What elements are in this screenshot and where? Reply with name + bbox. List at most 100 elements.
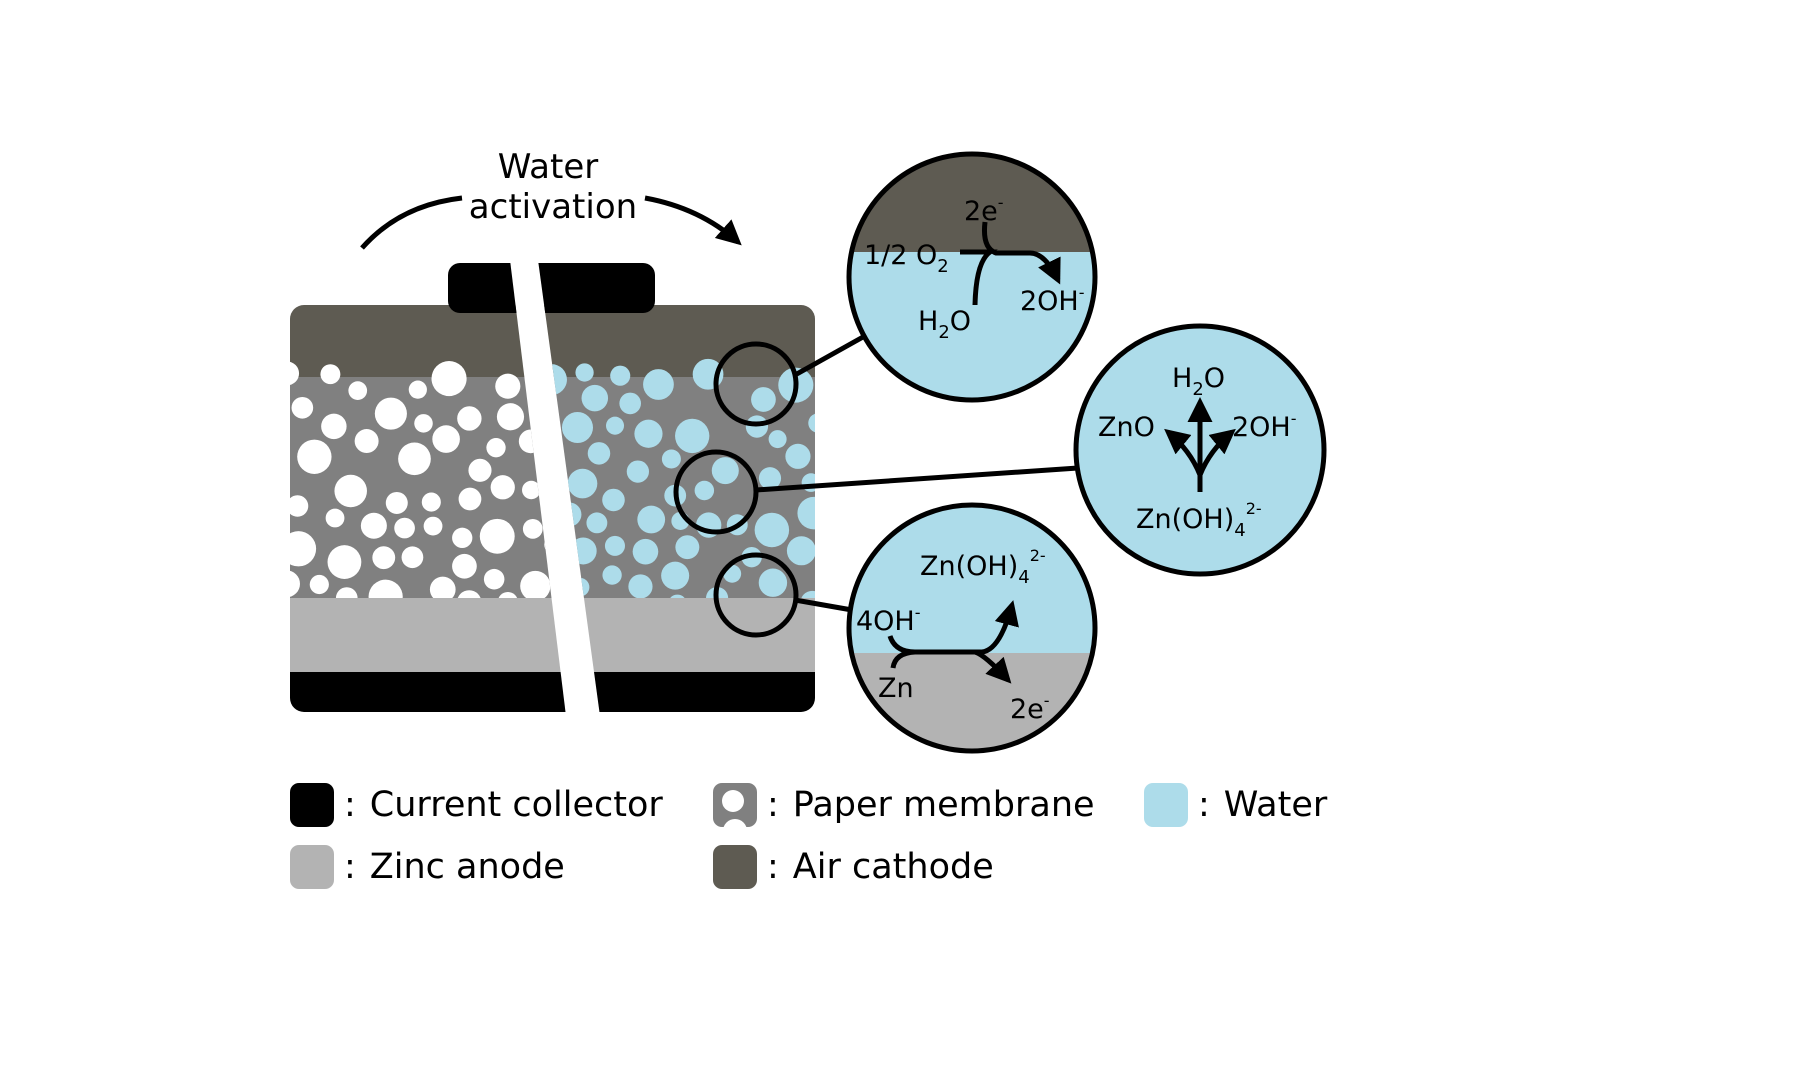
anode-electrons: 2e- [1010, 691, 1050, 725]
legend-label: Paper membrane [792, 785, 1095, 825]
pore [567, 468, 598, 499]
pore [786, 536, 815, 566]
pore [458, 487, 482, 511]
pore [325, 508, 345, 528]
pore [290, 570, 300, 598]
pore [372, 546, 396, 570]
pore [619, 392, 641, 415]
pore [561, 411, 593, 444]
pore [490, 475, 515, 500]
pore [604, 535, 625, 556]
pore [758, 467, 782, 490]
pore [348, 381, 368, 400]
pore [290, 531, 317, 567]
pore [421, 492, 441, 512]
legend-label: Zinc anode [369, 847, 565, 887]
connector-cathode [793, 334, 865, 378]
pore [457, 406, 482, 431]
pore [605, 416, 625, 435]
pore [602, 565, 622, 585]
pore [543, 465, 564, 486]
pore [544, 533, 566, 556]
anode-zincate-arrow [887, 600, 1019, 655]
zoom-marker-cathode [713, 341, 799, 427]
pore [538, 364, 567, 396]
swatch-air-cathode [713, 845, 757, 889]
pore [587, 442, 611, 465]
electrolyte-detail: H2O ZnO 2OH- Zn(OH)42- [1073, 323, 1327, 577]
pore [570, 577, 590, 597]
pore [452, 553, 477, 579]
pore [360, 512, 387, 539]
pore [423, 516, 443, 536]
pore [414, 414, 433, 433]
legend-label: Current collector [369, 785, 663, 825]
cathode-product: 2OH- [1020, 283, 1085, 317]
anode-detail: Zn(OH)42- 4OH- Zn 2e- [846, 502, 1098, 754]
pore [797, 496, 815, 530]
legend-item-paper-membrane: : Paper membrane [713, 783, 1095, 827]
pore [768, 430, 787, 449]
legend-label: Air cathode [792, 847, 994, 887]
pore [745, 415, 769, 438]
pore [327, 545, 362, 579]
pore [431, 361, 467, 397]
bottom-collector-layer [290, 672, 566, 712]
pore [557, 502, 582, 527]
pore [520, 570, 551, 602]
pore [522, 480, 541, 500]
electrolyte-zno: ZnO [1098, 412, 1155, 443]
pore [354, 429, 379, 454]
pore [637, 505, 666, 534]
pore [711, 457, 739, 485]
pore [661, 449, 681, 469]
pore [758, 568, 788, 597]
pore [602, 488, 625, 512]
cathode-electron-arrow [982, 221, 1061, 285]
pore [408, 380, 427, 399]
pore [675, 418, 710, 454]
connector-electrolyte [755, 465, 1079, 493]
pore [495, 373, 521, 399]
legend-item-zinc-anode: : Zinc anode [290, 845, 565, 889]
activation-arrow-left [360, 195, 463, 250]
activation-arrow-right [644, 195, 742, 246]
zoom-marker-anode [713, 552, 799, 638]
legend-item-current-collector: : Current collector [290, 783, 663, 827]
swatch-water [1144, 783, 1188, 827]
pore [522, 518, 543, 539]
pore [496, 403, 525, 431]
pore [544, 533, 567, 556]
pore [320, 364, 341, 385]
legend-item-water: : Water [1144, 783, 1327, 827]
pore [785, 443, 811, 469]
cathode-detail: 2e- 1/2 O2 H2O 2OH- [846, 151, 1098, 403]
zoom-marker-electrolyte [673, 449, 759, 535]
activation-label-line1: Water [498, 147, 599, 187]
pore [321, 413, 347, 440]
battery-wet-half [538, 263, 815, 712]
pore [398, 442, 431, 476]
swatch-current-collector [290, 783, 334, 827]
pore [479, 518, 515, 554]
pore [543, 465, 564, 486]
pore [468, 458, 492, 482]
electrolyte-zincate: Zn(OH)42- [1136, 499, 1262, 541]
anode-electron-arrow [890, 649, 1008, 680]
pore [334, 474, 367, 508]
connector-anode [794, 597, 853, 613]
cathode-water: H2O [918, 306, 971, 343]
pore [432, 425, 460, 453]
top-terminal [538, 263, 655, 313]
pore [309, 574, 329, 595]
pore [808, 413, 815, 433]
pore [518, 429, 543, 454]
zinc-anode-layer [290, 598, 566, 672]
pore [374, 397, 407, 430]
pore [643, 369, 674, 400]
legend-label: Water [1223, 785, 1328, 825]
pore [483, 568, 505, 590]
swatch-paper-membrane [713, 783, 757, 827]
pore [628, 574, 653, 599]
